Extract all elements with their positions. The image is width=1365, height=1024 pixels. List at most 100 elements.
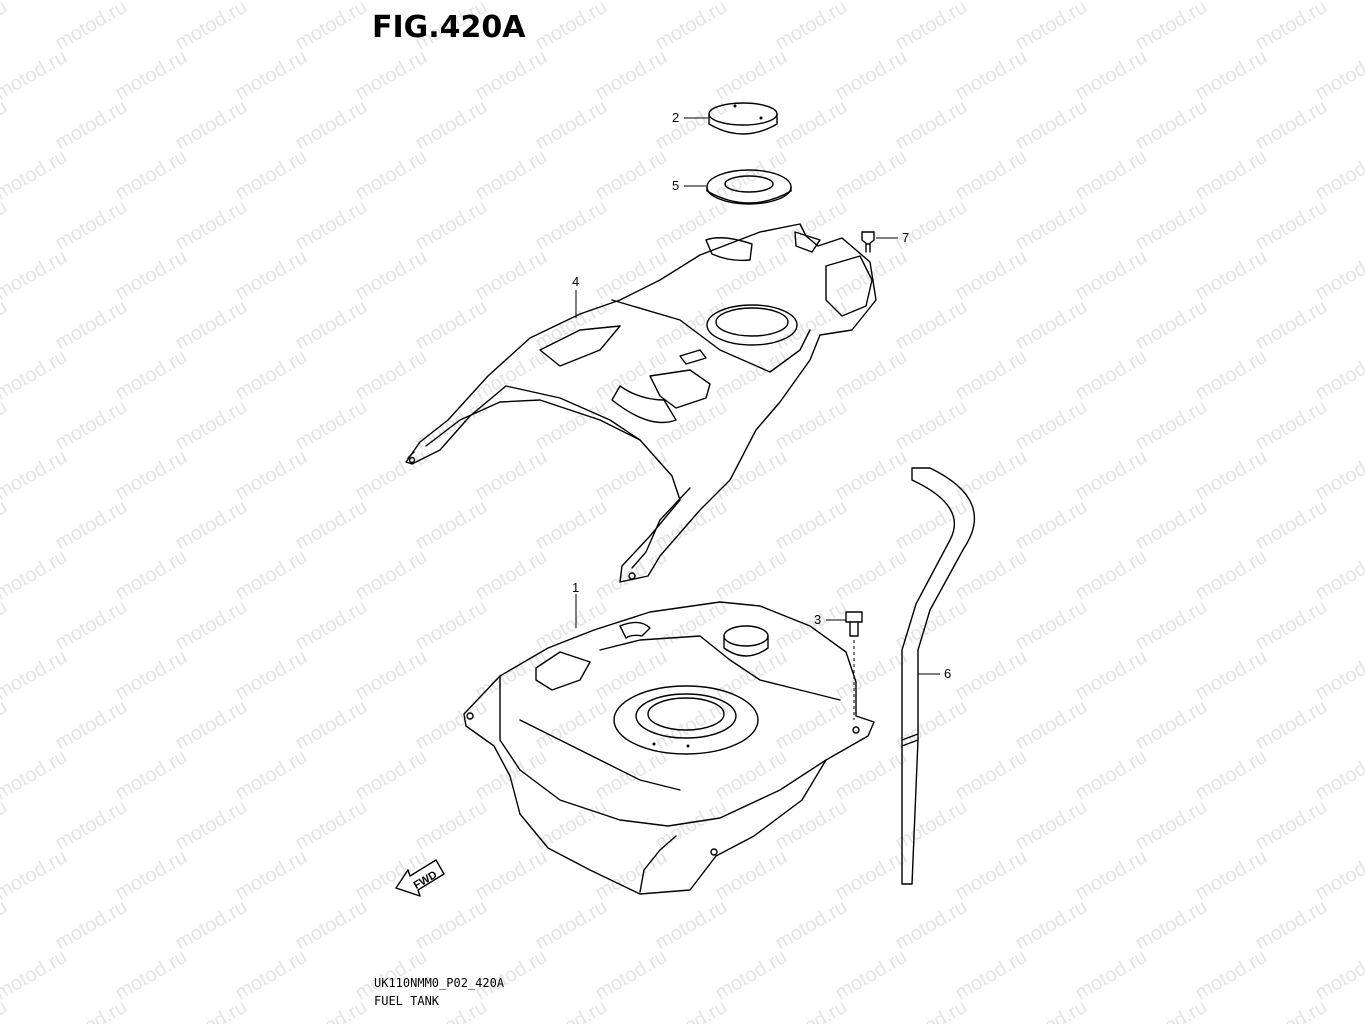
watermark-text: motod.ru — [772, 396, 851, 455]
watermark-text: motod.ru — [952, 346, 1031, 405]
watermark-text: motod.ru — [232, 146, 311, 205]
watermark-text: motod.ru — [0, 46, 71, 105]
watermark-text: motod.ru — [1132, 996, 1211, 1024]
watermark-text: motod.ru — [292, 896, 371, 955]
watermark-text: motod.ru — [1252, 496, 1331, 555]
watermark-text: motod.ru — [0, 846, 71, 905]
callout-3: 3 — [814, 612, 821, 627]
watermark-text: motod.ru — [0, 746, 71, 805]
watermark-text: motod.ru — [292, 596, 371, 655]
watermark-text: motod.ru — [832, 846, 911, 905]
watermark-text: motod.ru — [1132, 896, 1211, 955]
watermark-text: motod.ru — [52, 396, 131, 455]
watermark-text: motod.ru — [952, 646, 1031, 705]
watermark-text: motod.ru — [292, 796, 371, 855]
watermark-text: motod.ru — [0, 646, 71, 705]
watermark-text: motod.ru — [412, 496, 491, 555]
watermark-text: motod.ru — [952, 546, 1031, 605]
watermark-text: motod.ru — [952, 46, 1031, 105]
watermark-text: motod.ru — [832, 146, 911, 205]
watermark-text: motod.ru — [1192, 446, 1271, 505]
watermark-text: motod.ru — [1072, 46, 1151, 105]
watermark-text: motod.ru — [1132, 696, 1211, 755]
watermark-text: motod.ru — [592, 546, 671, 605]
watermark-text: motod.ru — [892, 496, 971, 555]
watermark-text: motod.ru — [952, 146, 1031, 205]
watermark-text: motod.ru — [292, 496, 371, 555]
watermark-text: motod.ru — [352, 146, 431, 205]
watermark-text: motod.ru — [1072, 946, 1151, 1005]
watermark-text: motod.ru — [472, 46, 551, 105]
watermark-text: motod.ru — [1072, 646, 1151, 705]
watermark-text: motod.ru — [52, 696, 131, 755]
watermark-text: motod.ru — [292, 696, 371, 755]
watermark-text: motod.ru — [532, 896, 611, 955]
watermark-text: motod.ru — [472, 846, 551, 905]
watermark-text: motod.ru — [1252, 0, 1331, 54]
watermark-text: motod.ru — [472, 246, 551, 305]
watermark-text: motod.ru — [172, 696, 251, 755]
watermark-text: motod.ru — [892, 0, 971, 54]
watermark-text: motod.ru — [0, 146, 71, 205]
watermark-text: motod.ru — [172, 296, 251, 355]
watermark-text: motod.ru — [1072, 746, 1151, 805]
watermark-text: motod.ru — [1252, 396, 1331, 455]
callout-2: 2 — [672, 110, 679, 125]
watermark-text: motod.ru — [1192, 246, 1271, 305]
watermark-text: motod.ru — [172, 996, 251, 1024]
watermark-text: motod.ru — [1192, 946, 1271, 1005]
watermark-text: motod.ru — [712, 446, 791, 505]
watermark-text: motod.ru — [712, 346, 791, 405]
watermark-text: motod.ru — [412, 596, 491, 655]
watermark-text: motod.ru — [0, 796, 11, 855]
watermark-text: motod.ru — [52, 596, 131, 655]
watermark-text: motod.ru — [772, 696, 851, 755]
part-6-hose — [901, 467, 976, 885]
watermark-text: motod.ru — [292, 0, 371, 54]
watermark-text: motod.ru — [952, 246, 1031, 305]
watermark-text: motod.ru — [952, 446, 1031, 505]
watermark-text: motod.ru — [0, 0, 11, 54]
watermark-text: motod.ru — [592, 46, 671, 105]
watermark-text: motod.ru — [412, 696, 491, 755]
watermark-text: motod.ru — [1072, 246, 1151, 305]
watermark-text: motod.ru — [712, 946, 791, 1005]
watermark-text: motod.ru — [1132, 96, 1211, 155]
watermark-text: motod.ru — [0, 246, 71, 305]
watermark-text: motod.ru — [172, 896, 251, 955]
watermark-text: motod.ru — [0, 346, 71, 405]
watermark-text: motod.ru — [52, 996, 131, 1024]
watermark-text: motod.ru — [532, 496, 611, 555]
watermark-text: motod.ru — [292, 396, 371, 455]
watermark-text: motod.ru — [352, 46, 431, 105]
watermark-text: motod.ru — [1252, 296, 1331, 355]
watermark-text: motod.ru — [352, 746, 431, 805]
watermark-text: motod.ru — [1132, 196, 1211, 255]
watermark-text: motod.ru — [472, 746, 551, 805]
watermark-text: motod.ru — [532, 996, 611, 1024]
watermark-text: motod.ru — [472, 546, 551, 605]
watermark-text: motod.ru — [1252, 696, 1331, 755]
watermark-text: motod.ru — [592, 246, 671, 305]
watermark-text: motod.ru — [292, 296, 371, 355]
watermark-text: motod.ru — [592, 646, 671, 705]
watermark-text: motod.ru — [532, 596, 611, 655]
watermark-text: motod.ru — [832, 346, 911, 405]
watermark-text: motod.ru — [592, 846, 671, 905]
drawing-code: UK110NMM0_P02_420A — [374, 976, 505, 990]
watermark-text: motod.ru — [892, 196, 971, 255]
callout-4: 4 — [572, 274, 579, 289]
watermark-text: motod.ru — [1012, 296, 1091, 355]
watermark-text: motod.ru — [1132, 0, 1211, 54]
watermark-text: motod.ru — [1252, 796, 1331, 855]
watermark-text: motod.ru — [772, 296, 851, 355]
watermark-text: motod.ru — [412, 296, 491, 355]
watermark-text: motod.ru — [772, 496, 851, 555]
watermark-text: motod.ru — [1012, 696, 1091, 755]
watermark-text: motod.ru — [1012, 0, 1091, 54]
watermark-text: motod.ru — [0, 596, 11, 655]
watermark-text: motod.ru — [592, 446, 671, 505]
watermark-text: motod.ru — [172, 196, 251, 255]
watermark-text: motod.ru — [532, 796, 611, 855]
